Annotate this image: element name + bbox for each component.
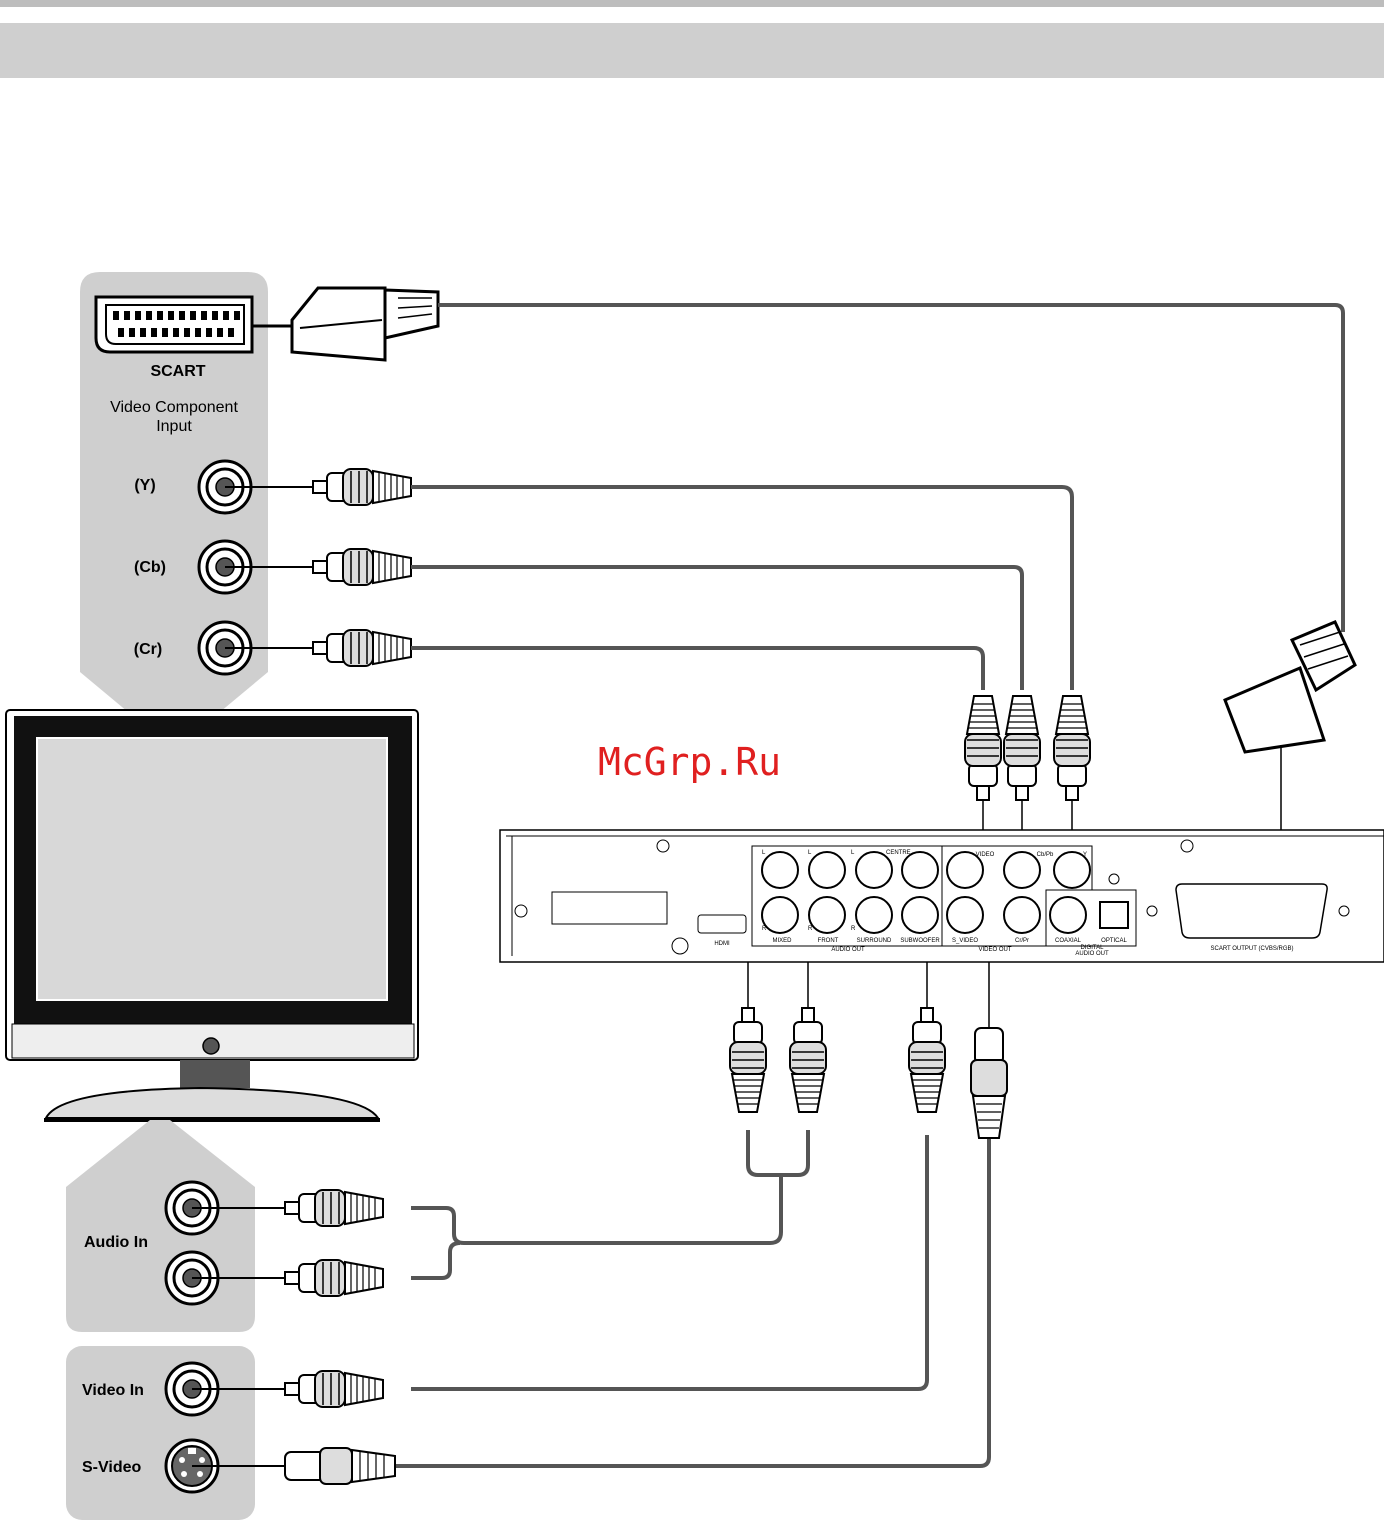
scart-label: SCART [150,363,205,380]
svg-text:AUDIO OUT: AUDIO OUT [1075,951,1109,957]
audio-cable-l [411,1175,781,1243]
video-in-label: Video In [82,1382,144,1399]
cb-cable-plug-tv [313,549,411,585]
cr-cable [411,648,983,690]
audio-l-plug-player [730,1008,766,1112]
tv-scart-socket [96,297,252,352]
svideo-plug-player [971,1028,1007,1138]
hdmi-port-label: HDMI [714,941,730,947]
svg-text:SUBWOOFER: SUBWOOFER [900,938,940,944]
dvd-player-rear: HDMI L L L CENTRE R R R MIXED FRONT SURR… [500,830,1384,962]
watermark: McGrp.Ru [598,740,781,784]
svg-text:FRONT: FRONT [818,938,839,944]
svideo-cable [395,1135,989,1466]
component-title-line1: Video Component [110,399,238,416]
svg-text:Y: Y [1083,852,1087,858]
audio-cable-split-l [748,1130,781,1175]
svg-text:R: R [808,926,813,932]
audio-r-plug-tv [285,1260,383,1296]
scart-cable [438,305,1343,632]
svg-text:SCART OUTPUT (CVBS/RGB): SCART OUTPUT (CVBS/RGB) [1210,946,1293,952]
y-cable-plug-player [1054,696,1090,800]
audio-in-label: Audio In [84,1234,148,1251]
svideo-plug-tv [285,1448,395,1484]
audio-r-plug-player [790,1008,826,1112]
scart-plug-tv [292,288,438,360]
svg-text:Cb/Pb: Cb/Pb [1037,852,1054,858]
video-plug-player [909,1008,945,1112]
video-plug-tv [285,1371,383,1407]
svg-text:SURROUND: SURROUND [857,938,892,944]
video-input-callout [66,1346,255,1520]
cb-input-label: (Cb) [134,559,166,576]
tv-set [6,710,418,1120]
audio-input-callout [66,1120,255,1332]
svg-text:COAXIAL: COAXIAL [1055,938,1082,944]
svg-text:S_VIDEO: S_VIDEO [952,938,978,944]
svg-text:CENTRE: CENTRE [886,850,911,856]
svg-text:Cr/Pr: Cr/Pr [1015,938,1029,944]
svg-text:VIDEO OUT: VIDEO OUT [978,947,1011,953]
video-cable [411,1135,927,1389]
cb-cable-plug-player [1004,696,1040,800]
audio-cable-split-r [781,1130,808,1175]
cr-input-label: (Cr) [134,641,162,658]
svg-text:AUDIO OUT: AUDIO OUT [831,947,865,953]
svg-text:R: R [762,926,767,932]
cr-cable-plug-player [965,696,1001,800]
y-cable [411,487,1072,690]
component-title-line2: Input [156,418,192,435]
svg-text:OPTICAL: OPTICAL [1101,938,1127,944]
cr-cable-plug-tv [313,630,411,666]
y-cable-plug-tv [313,469,411,505]
svg-text:VIDEO: VIDEO [976,852,995,858]
svideo-label: S-Video [82,1459,142,1476]
audio-cable-r [411,1243,460,1278]
y-input-label: (Y) [134,477,155,494]
audio-l-plug-tv [285,1190,383,1226]
svg-text:R: R [851,926,856,932]
cb-cable [411,567,1022,690]
svg-text:MIXED: MIXED [772,938,792,944]
scart-plug-player [1225,622,1355,752]
